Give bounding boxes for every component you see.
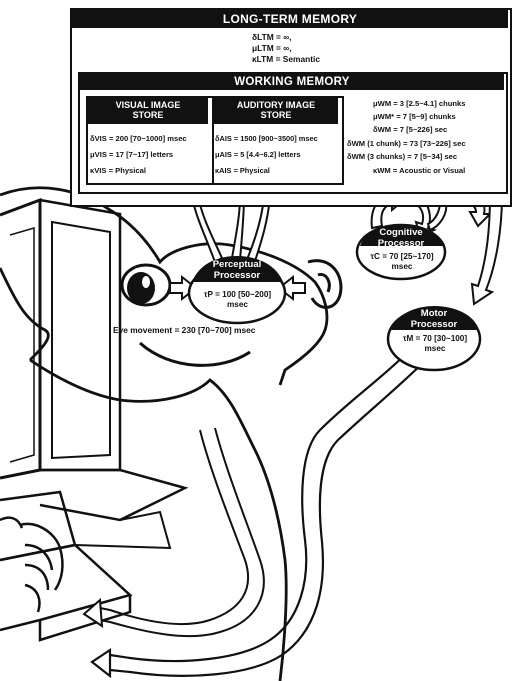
ais-mu: μAIS = 5 [4.4~6.2] letters [215, 150, 300, 159]
long-term-memory-title: LONG-TERM MEMORY [72, 10, 508, 28]
cognitive-title-line2: Processor [361, 238, 441, 249]
motor-processor-time: τM = 70 [30~100] msec [389, 334, 481, 354]
cognitive-time-line2: msec [358, 262, 446, 272]
mouth [140, 343, 250, 365]
hand [0, 518, 62, 612]
keyboard [0, 545, 130, 640]
perceptual-processor-time: τP = 100 [50~200] msec [190, 290, 285, 310]
visual-image-store-title: VISUAL IMAGE STORE [88, 98, 208, 124]
cognitive-title-line1: Cognitive [361, 227, 441, 238]
wm-stat-1: μWM* = 7 [5~9] chunks [373, 112, 456, 121]
vis-mu: μVIS = 17 [7~17] letters [90, 150, 173, 159]
auditory-image-store-title-line1: AUDITORY IMAGE [214, 100, 338, 110]
arrow-motor-to-hand [92, 350, 430, 676]
auditory-image-store-title-line2: STORE [214, 110, 338, 120]
wm-stat-0: μWM = 3 [2.5~4.1] chunks [373, 99, 465, 108]
perceptual-title-line2: Processor [197, 270, 277, 281]
perceptual-processor-title: Perceptual Processor [197, 259, 277, 281]
vis-delta: δVIS = 200 [70~1000] msec [90, 134, 187, 143]
vis-kappa: κVIS = Physical [90, 166, 146, 175]
ais-delta: δAIS = 1500 [900~3500] msec [215, 134, 318, 143]
eye-movement-label: Eye movement = 230 [70~700] msec [113, 325, 255, 335]
ltm-mu: μLTM = ∞, [252, 43, 292, 53]
wm-stat-2: δWM = 7 [5~226] sec [373, 125, 447, 134]
cognitive-processor-time: τC = 70 [25~170] msec [358, 252, 446, 272]
visual-image-store-title-line2: STORE [88, 110, 208, 120]
ltm-kappa: κLTM = Semantic [252, 54, 320, 64]
auditory-image-store-title: AUDITORY IMAGE STORE [214, 98, 338, 124]
cognitive-processor-title: Cognitive Processor [361, 227, 441, 249]
eye-icon [122, 265, 170, 305]
computer-monitor [0, 200, 185, 560]
cognitive-time-line1: τC = 70 [25~170] [358, 252, 446, 262]
ais-kappa: κAIS = Physical [215, 166, 270, 175]
motor-time-line2: msec [389, 344, 481, 354]
head [0, 188, 327, 681]
wm-stat-5: κWM = Acoustic or Visual [373, 166, 465, 175]
wm-stat-3: δWM (1 chunk) = 73 [73~226] sec [347, 139, 466, 148]
wm-stat-4: δWM (3 chunks) = 7 [5~34] sec [347, 152, 457, 161]
perceptual-time-line1: τP = 100 [50~200] [190, 290, 285, 300]
motor-processor-title: Motor Processor [394, 308, 474, 330]
working-memory-title: WORKING MEMORY [80, 74, 504, 90]
motor-title-line2: Processor [394, 319, 474, 330]
perceptual-title-line1: Perceptual [197, 259, 277, 270]
visual-image-store-title-line1: VISUAL IMAGE [88, 100, 208, 110]
motor-title-line1: Motor [394, 308, 474, 319]
perceptual-time-line2: msec [190, 300, 285, 310]
ltm-delta: δLTM = ∞, [252, 32, 292, 42]
arrow-motor-to-hand-2 [84, 428, 264, 636]
motor-time-line1: τM = 70 [30~100] [389, 334, 481, 344]
